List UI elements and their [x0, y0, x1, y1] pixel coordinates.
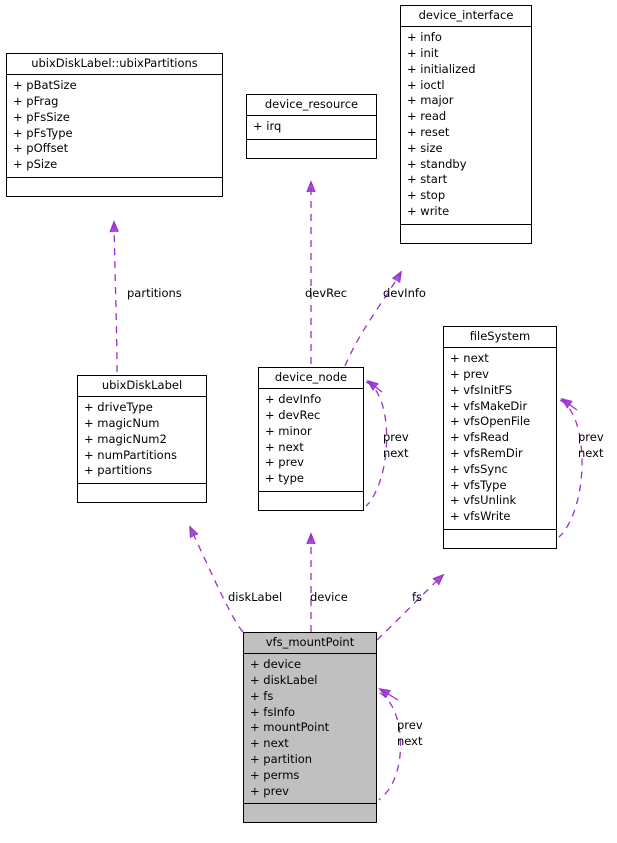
attribute: + prev	[265, 455, 304, 470]
attribute: + devInfo	[265, 392, 322, 407]
attribute: + irq	[253, 119, 282, 134]
attribute: + next	[265, 439, 304, 454]
class-box-ubix-disk-label[interactable]: ubixDiskLabel + driveType + magicNum + m…	[77, 375, 207, 504]
attribute: + diskLabel	[250, 673, 318, 688]
edge-label-mountpoint-prev: prev	[397, 718, 423, 732]
attribute: + type	[265, 471, 304, 486]
class-operations	[444, 530, 556, 548]
class-attributes: + devInfo + devRec + minor + next + prev…	[259, 389, 363, 492]
class-title: ubixDiskLabel::ubixPartitions	[7, 54, 222, 76]
attribute: + next	[450, 351, 489, 366]
attribute: + initialized	[407, 61, 476, 76]
attribute: + pFsSize	[13, 109, 70, 124]
class-box-ubix-partitions[interactable]: ubixDiskLabel::ubixPartitions + pBatSize…	[6, 53, 223, 197]
edge-label-device-node-prev: prev	[383, 430, 409, 444]
attribute: + vfsWrite	[450, 509, 511, 524]
class-operations	[401, 225, 531, 243]
attribute: + info	[407, 30, 442, 45]
attribute: + vfsRemDir	[450, 446, 523, 460]
class-box-device-interface[interactable]: device_interface + info + init + initial…	[400, 5, 532, 244]
attribute: + reset	[407, 125, 450, 139]
edge-device-node-selfloop-tail	[365, 381, 388, 507]
edge-diskLabel	[189, 525, 244, 633]
edge-device-node-selfloop-head	[366, 379, 383, 393]
attribute: + numPartitions	[84, 447, 177, 462]
attribute: + vfsMakeDir	[450, 398, 528, 413]
attribute: + write	[407, 203, 450, 218]
edge-fs	[376, 573, 445, 641]
attribute: + fs	[250, 688, 274, 703]
attribute: + standby	[407, 156, 467, 171]
attribute: + vfsUnlink	[450, 493, 517, 508]
attribute: + minor	[265, 423, 312, 438]
class-attributes: + device + diskLabel + fs + fsInfo + mou…	[244, 654, 376, 805]
attribute: + stop	[407, 188, 446, 203]
edge-label-partitions: partitions	[127, 286, 182, 300]
attribute: + driveType	[84, 400, 153, 415]
edge-label-filesystem-prev: prev	[578, 430, 604, 444]
attribute: + vfsRead	[450, 430, 510, 445]
class-operations	[244, 804, 376, 822]
attribute: + vfsOpenFile	[450, 414, 531, 429]
edge-label-filesystem-next: next	[578, 446, 604, 460]
attribute: + size	[407, 140, 443, 155]
edge-label-mountpoint-next: next	[397, 734, 423, 748]
class-title: ubixDiskLabel	[78, 376, 206, 398]
edge-label-disklabel: diskLabel	[228, 590, 283, 604]
class-title: device_node	[259, 368, 363, 390]
attribute: + device	[250, 657, 302, 672]
attribute: + vfsSync	[450, 461, 508, 476]
class-title: device_interface	[401, 6, 531, 28]
attribute: + prev	[250, 783, 289, 798]
attribute: + major	[407, 93, 454, 108]
edge-label-device: device	[310, 590, 348, 604]
class-box-device-node[interactable]: device_node + devInfo + devRec + minor +…	[258, 367, 364, 511]
class-attributes: + next + prev + vfsInitFS + vfsMakeDir +…	[444, 348, 556, 530]
attribute: + pFrag	[13, 94, 59, 109]
edge-partitions	[109, 220, 119, 373]
class-title: device_resource	[247, 95, 376, 117]
attribute: + prev	[450, 367, 489, 382]
class-attributes: + info + init + initialized + ioctl + ma…	[401, 27, 531, 225]
class-title: fileSystem	[444, 327, 556, 349]
attribute: + devRec	[265, 408, 321, 423]
class-attributes: + driveType + magicNum + magicNum2 + num…	[78, 397, 206, 485]
class-box-filesystem[interactable]: fileSystem + next + prev + vfsInitFS + v…	[443, 326, 557, 549]
attribute: + read	[407, 109, 447, 124]
attribute: + partition	[250, 752, 313, 766]
edge-label-devrec: devRec	[305, 286, 348, 300]
edge-mountpoint-selfloop-head	[378, 688, 399, 701]
class-operations	[247, 140, 376, 158]
attribute: + fsInfo	[250, 704, 296, 719]
class-operations	[259, 492, 363, 510]
attribute: + pSize	[13, 157, 58, 172]
attribute: + pOffset	[13, 141, 69, 156]
edge-filesystem-selfloop-head	[560, 397, 578, 411]
attribute: + mountPoint	[250, 720, 330, 735]
class-box-device-resource[interactable]: device_resource + irq	[246, 94, 377, 160]
class-title: vfs_mountPoint	[244, 633, 376, 655]
class-attributes: + pBatSize + pFrag + pFsSize + pFsType +…	[7, 75, 222, 178]
attribute: + ioctl	[407, 77, 445, 92]
attribute: + pBatSize	[13, 78, 77, 93]
attribute: + vfsInitFS	[450, 382, 513, 397]
edge-label-devinfo: devInfo	[383, 286, 426, 300]
class-attributes: + irq	[247, 116, 376, 141]
attribute: + partitions	[84, 463, 153, 478]
edge-label-device-node-next: next	[383, 446, 409, 460]
attribute: + magicNum2	[84, 431, 167, 446]
class-operations	[7, 178, 222, 196]
attribute: + init	[407, 46, 439, 61]
edge-filesystem-selfloop-tail	[558, 399, 583, 538]
edge-label-fs: fs	[412, 590, 423, 604]
attribute: + magicNum	[84, 416, 160, 431]
class-operations	[78, 484, 206, 502]
attribute: + start	[407, 172, 448, 187]
attribute: + next	[250, 736, 289, 751]
class-box-vfs-mountpoint[interactable]: vfs_mountPoint + device + diskLabel + fs…	[243, 632, 377, 824]
attribute: + vfsType	[450, 477, 507, 492]
attribute: + pFsType	[13, 125, 73, 140]
attribute: + perms	[250, 767, 300, 782]
